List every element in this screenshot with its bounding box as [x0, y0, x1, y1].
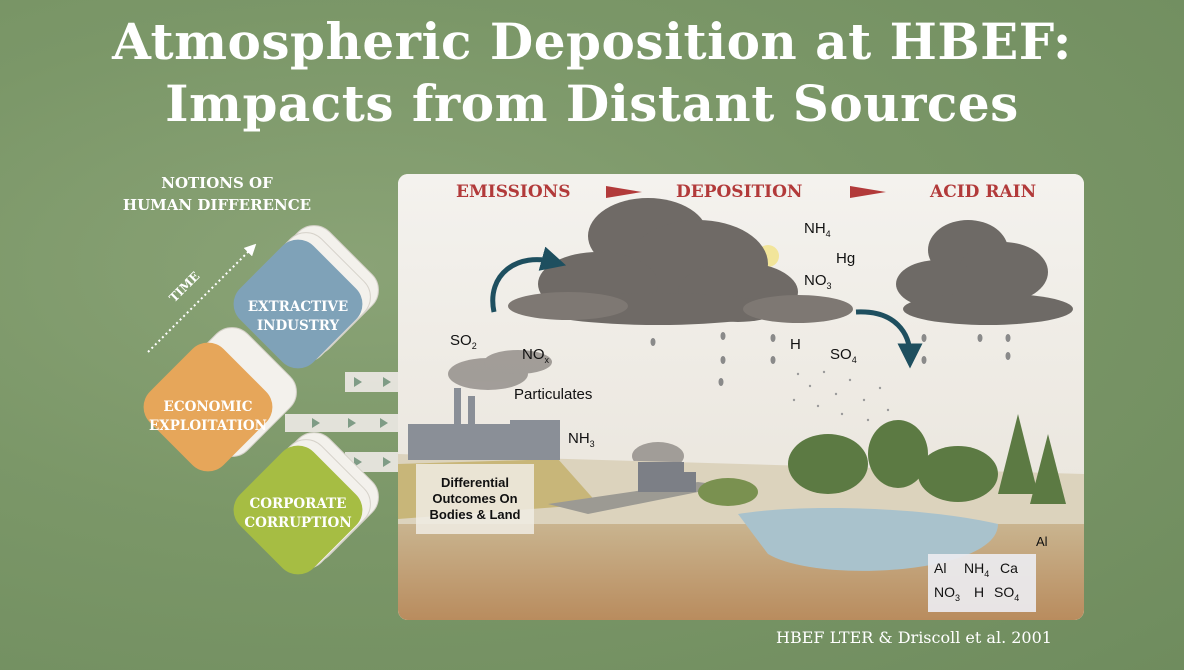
label-line: CORRUPTION [244, 515, 352, 531]
label-extractive-industry: EXTRACTIVE INDUSTRY [238, 298, 358, 336]
chem-sub: 4 [825, 229, 831, 239]
chem-so2: SO2 [450, 332, 477, 351]
outcomes-line: Bodies & Land [429, 507, 521, 522]
chem-so4: SO4 [830, 346, 857, 365]
ion-sub: 3 [955, 592, 961, 603]
stage-arrow [850, 186, 886, 198]
stage-emissions: EMISSIONS [456, 182, 571, 202]
chem-nh3: NH3 [568, 430, 595, 449]
acid-particles [792, 370, 890, 422]
chem-particulates: Particulates [514, 386, 593, 403]
chem-text: NH [568, 430, 590, 447]
stage-deposition: DEPOSITION [676, 182, 803, 202]
chem-text: SO [830, 346, 852, 363]
outcomes-line: Differential [441, 475, 509, 490]
ion-text: SO [994, 584, 1015, 600]
label-corporate-corruption: CORPORATE CORRUPTION [238, 495, 358, 533]
outcomes-line: Outcomes On [432, 491, 518, 506]
notions-line-2: HUMAN DIFFERENCE [122, 196, 312, 214]
stage-arrow [606, 186, 642, 198]
acid-rain-illustration: EMISSIONS DEPOSITION ACID RAIN SO2 NOx P… [398, 174, 1084, 620]
chem-h: H [790, 336, 801, 353]
stage-acid-rain: ACID RAIN [930, 182, 1037, 202]
soil-ion-box: Al NH4 Ca NO3 H SO4 [928, 554, 1036, 612]
chem-sub: 4 [851, 355, 857, 365]
diamond-economic-exploitation [143, 342, 273, 472]
chem-sub: 3 [589, 439, 595, 449]
diamond-extractive-industry [233, 239, 363, 369]
factory [408, 388, 560, 460]
ion-no3: NO3 [934, 584, 960, 603]
outcomes-text: Differential Outcomes On Bodies & Land [429, 475, 520, 523]
chem-hg: Hg [836, 250, 856, 267]
acid-rain-cloud [896, 220, 1073, 325]
chem-text: SO [450, 332, 472, 349]
notions-line-1: NOTIONS OF [161, 174, 273, 192]
label-line: INDUSTRY [256, 318, 340, 334]
source-credit: HBEF LTER & Driscoll et al. 2001 [776, 628, 1052, 647]
label-economic-exploitation: ECONOMIC EXPLOITATION [138, 398, 278, 436]
diamond-diagram [143, 225, 398, 575]
chem-text: NO [804, 272, 827, 289]
label-line: EXTRACTIVE [247, 299, 349, 315]
ion-text: NO [934, 584, 955, 600]
ion-h: H [974, 584, 985, 600]
chem-sub: 2 [471, 341, 477, 351]
forest [698, 414, 1066, 506]
chem-text: NH [804, 220, 826, 237]
ion-ca: Ca [1000, 560, 1018, 576]
title-line-1: Atmospheric Deposition at HBEF: [112, 12, 1072, 71]
ion-sub: 4 [984, 568, 990, 579]
ion-text: NH [964, 560, 985, 576]
title-line-2: Impacts from Distant Sources [165, 74, 1019, 133]
rain-drops [650, 332, 1011, 386]
truck [638, 462, 696, 492]
chem-sub: x [544, 355, 550, 365]
label-line: CORPORATE [249, 496, 347, 512]
falling-deposition-arrow [855, 309, 923, 369]
ion-so4: SO4 [994, 584, 1019, 603]
chem-sub: 3 [826, 281, 832, 291]
notions-heading: NOTIONS OF HUMAN DIFFERENCE [112, 172, 322, 216]
ion-nh4: NH4 [964, 560, 989, 579]
diamond-corporate-corruption [233, 445, 363, 575]
chem-text: NO [522, 346, 545, 363]
chem-nox: NOx [522, 346, 549, 365]
outcomes-box: Differential Outcomes On Bodies & Land [416, 464, 534, 534]
connector-arrows [285, 372, 398, 472]
label-line: EXPLOITATION [149, 418, 267, 434]
chem-no3: NO3 [804, 272, 832, 291]
ion-al: Al [934, 560, 947, 576]
rising-emissions-arrow [490, 246, 567, 313]
storm-cloud [508, 198, 853, 325]
label-line: ECONOMIC [163, 399, 253, 415]
ion-sub: 4 [1014, 592, 1020, 603]
chem-nh4: NH4 [804, 220, 831, 239]
chem-al: Al [1036, 534, 1048, 549]
